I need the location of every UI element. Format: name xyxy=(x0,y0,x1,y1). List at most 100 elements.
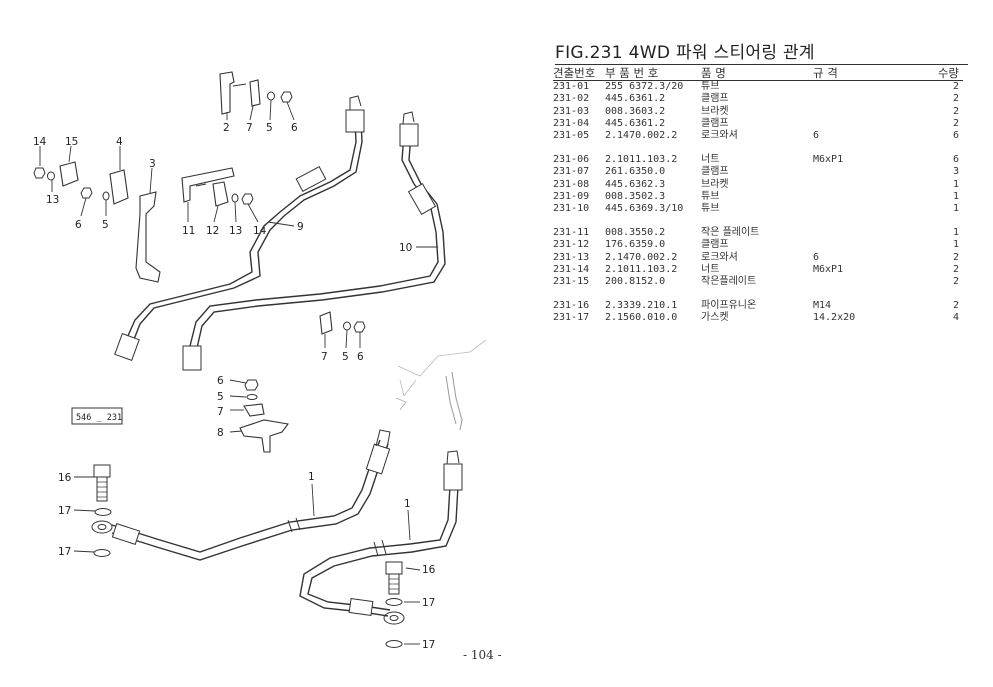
cell-name: 튜브 xyxy=(701,190,720,202)
callout-12: 12 xyxy=(206,225,219,237)
cell-qty: 1 xyxy=(952,227,959,239)
cell-spec xyxy=(813,239,931,251)
callout-6: 6 xyxy=(217,375,224,387)
cell-name: 작은플레이트 xyxy=(701,275,757,287)
bracket-group-center xyxy=(181,167,259,223)
cell-name: 너트 xyxy=(701,154,720,166)
cell-name: 가스켓 xyxy=(701,312,729,324)
parts-table-body: 231-01 255 6372.3/20 튜브 2 231-02 445.6361.2 클램… xyxy=(553,81,963,325)
callout-16: 16 xyxy=(58,472,72,484)
cell-qty: 1 xyxy=(952,239,959,251)
cell-ref-no: 231-04 xyxy=(553,117,590,129)
cell-spec: M6xP1 xyxy=(813,263,844,275)
cell-qty: 2 xyxy=(952,93,959,105)
cell-ref-no: 231-02 xyxy=(553,93,590,105)
cell-name: 튜브 xyxy=(701,202,720,214)
tube-9 xyxy=(114,95,365,362)
cell-qty: 6 xyxy=(952,130,959,142)
cell-part-no: 008.3550.2 xyxy=(605,227,666,239)
cell-name: 파이프유니온 xyxy=(701,300,757,312)
cell-qty: 1 xyxy=(952,178,959,190)
cell-part-no: 2.1470.002.2 xyxy=(605,251,678,263)
cell-ref-no: 231-16 xyxy=(553,300,590,312)
callout-6: 6 xyxy=(291,122,298,134)
parts-table: 견출번호 부 품 번 호 품 명 규 격 수량 231-01 255 6372.3… xyxy=(553,65,963,324)
table-row: 231-17 2.1560.010.0 가스켓 14.2x20 4 xyxy=(553,312,963,324)
cell-name: 클램프 xyxy=(701,117,729,129)
cell-ref-no: 231-01 xyxy=(553,81,590,93)
table-row: 231-08 445.6362.3 브라켓 1 xyxy=(553,179,963,191)
header-qty: 수량 xyxy=(931,65,963,82)
cell-qty: 4 xyxy=(952,312,959,324)
callout-7: 7 xyxy=(217,406,224,418)
callout-6: 6 xyxy=(357,351,364,363)
callout-7: 7 xyxy=(246,122,253,134)
cell-spec xyxy=(813,106,931,118)
cell-name: 로크와셔 xyxy=(701,251,738,263)
cell-part-no: 445.6361.2 xyxy=(605,117,666,129)
table-spacer-row xyxy=(553,142,963,154)
table-spacer-row xyxy=(553,288,963,300)
cell-ref-no: 231-07 xyxy=(553,166,590,178)
cell-part-no: 255 6372.3/20 xyxy=(605,81,684,93)
callout-14: 14 xyxy=(33,136,47,148)
cell-spec: 6 xyxy=(813,251,820,263)
cell-ref-no: 231-09 xyxy=(553,190,590,202)
figure-title: FIG.231 4WD 파워 스티어링 관계 xyxy=(555,38,968,65)
callout-9: 9 xyxy=(297,221,304,233)
cell-part-no: 445.6361.2 xyxy=(605,93,666,105)
callout-2: 2 xyxy=(223,122,230,134)
cell-spec xyxy=(813,166,931,178)
cell-part-no: 2.1560.010.0 xyxy=(605,312,678,324)
cell-qty: 2 xyxy=(952,81,959,93)
callout-17: 17 xyxy=(422,639,435,651)
cell-part-no: 176.6359.0 xyxy=(605,239,666,251)
cell-qty: 2 xyxy=(952,275,959,287)
cell-ref-no: 231-08 xyxy=(553,178,590,190)
parts-list: FIG.231 4WD 파워 스티어링 관계 견출번호 부 품 번 호 품 명 … xyxy=(553,38,968,324)
cell-ref-no: 231-03 xyxy=(553,105,590,117)
cell-name: 브라켓 xyxy=(701,178,729,190)
cell-spec: 6 xyxy=(813,130,820,142)
cell-name: 클램프 xyxy=(701,239,729,251)
spacer-cell xyxy=(553,142,963,154)
cell-spec xyxy=(813,179,931,191)
cell-spec: 14.2x20 xyxy=(813,312,856,324)
cell-part-no: 008.3502.3 xyxy=(605,190,666,202)
bracket-group-top xyxy=(219,71,295,121)
cell-ref-no: 231-12 xyxy=(553,239,590,251)
cell-name: 브라켓 xyxy=(701,105,729,117)
cell-ref-no: 231-11 xyxy=(553,227,590,239)
table-row: 231-12 176.6359.0 클램프 1 xyxy=(553,239,963,251)
callout-13: 13 xyxy=(229,225,242,237)
spacer-cell xyxy=(553,288,963,300)
figure-ref-label: 546 _ 231 xyxy=(76,413,122,423)
cell-spec: M14 xyxy=(813,300,832,312)
cell-name: 너트 xyxy=(701,263,720,275)
callout-10: 10 xyxy=(399,242,412,254)
cell-name: 클램프 xyxy=(701,166,729,178)
cell-qty: 1 xyxy=(952,190,959,202)
cell-part-no: 200.8152.0 xyxy=(605,275,666,287)
callout-13: 13 xyxy=(46,194,59,206)
cell-ref-no: 231-17 xyxy=(553,312,590,324)
spacer-cell xyxy=(553,215,963,227)
parts-diagram: 2 7 5 6 14 15 4 3 13 6 5 11 12 13 14 xyxy=(33,71,487,651)
cell-part-no: 261.6350.0 xyxy=(605,166,666,178)
cell-qty: 6 xyxy=(952,154,959,166)
cell-part-no: 445.6362.3 xyxy=(605,178,666,190)
cell-qty: 2 xyxy=(952,263,959,275)
cell-part-no: 2.3339.210.1 xyxy=(605,300,678,312)
cell-ref-no: 231-06 xyxy=(553,154,590,166)
cell-qty: 2 xyxy=(952,117,959,129)
table-header-row: 견출번호 부 품 번 호 품 명 규 격 수량 xyxy=(553,65,963,82)
header-part-no: 부 품 번 호 xyxy=(605,65,701,82)
callout-5: 5 xyxy=(102,219,109,231)
callout-4: 4 xyxy=(116,136,123,148)
